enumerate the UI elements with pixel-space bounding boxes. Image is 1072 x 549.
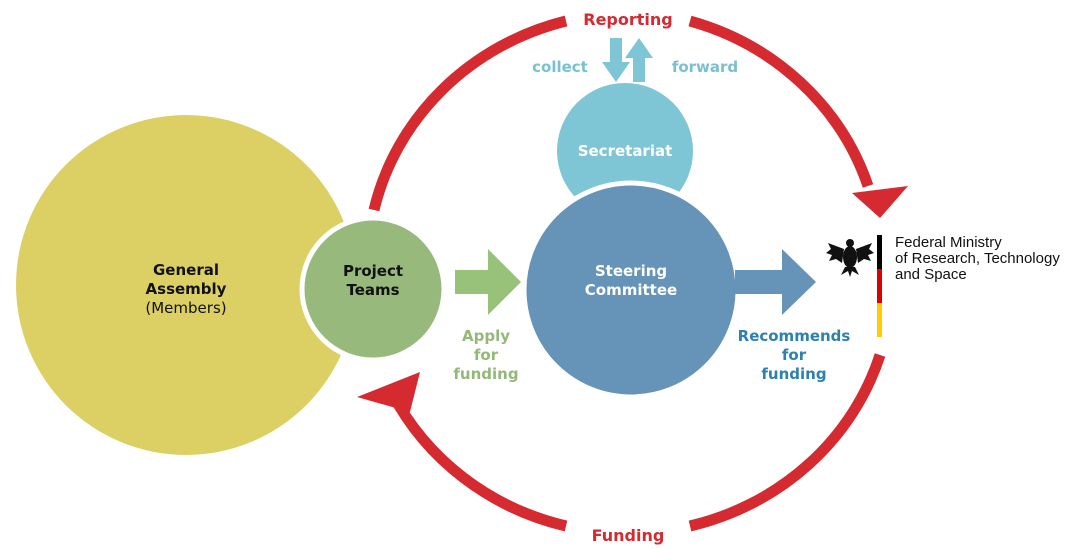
recommends-for-funding-label: Recommends for funding <box>728 327 860 383</box>
ministry-line2: of Research, Technology <box>895 249 1060 267</box>
reporting-arc-left <box>368 15 568 212</box>
collect-arrow <box>602 38 630 82</box>
recommends-line2: for <box>781 345 807 364</box>
general-assembly-line1: General <box>153 261 219 279</box>
ministry-name: Federal Ministry of Research, Technology… <box>895 235 1060 282</box>
project-teams-line2: Teams <box>346 280 400 299</box>
forward-arrow <box>625 38 653 82</box>
reporting-arrowhead <box>852 186 908 218</box>
recommend-arrow <box>735 249 816 315</box>
general-assembly-circle <box>16 115 356 455</box>
ministry-line3: and Space <box>895 265 967 283</box>
flag-bar-red <box>877 269 882 303</box>
recommends-line1: Recommends <box>737 327 851 345</box>
forward-label: forward <box>671 58 739 76</box>
recommends-line3: funding <box>761 364 827 383</box>
secretariat-label: Secretariat <box>577 142 673 160</box>
project-teams-line1: Project <box>342 262 404 280</box>
flag-bar-gold <box>877 303 882 337</box>
ministry-line1: Federal Ministry <box>895 234 1002 251</box>
steering-committee-label: Steering Committee <box>561 262 701 300</box>
general-assembly-label: General Assembly (Members) <box>116 261 256 317</box>
steering-committee-line1: Steering <box>594 262 668 280</box>
steering-committee-line2: Committee <box>584 280 678 299</box>
reporting-label: Reporting <box>583 10 673 29</box>
apply-line1: Apply <box>461 327 510 345</box>
general-assembly-line2: Assembly <box>145 279 227 298</box>
apply-for-funding-label: Apply for funding <box>438 327 534 383</box>
apply-arrow <box>455 249 521 315</box>
funding-label: Funding <box>591 526 665 545</box>
project-teams-circle <box>299 215 447 363</box>
funding-arrowhead <box>357 372 420 412</box>
collect-label: collect <box>532 58 588 76</box>
apply-line2: for <box>473 345 499 364</box>
general-assembly-sub: (Members) <box>145 298 227 317</box>
apply-line3: funding <box>453 364 519 383</box>
reporting-arc-right <box>688 15 874 188</box>
funding-arc-right <box>688 353 886 532</box>
project-teams-label: Project Teams <box>323 262 423 300</box>
flag-bar-black <box>877 235 882 269</box>
federal-eagle-icon <box>826 239 874 277</box>
funding-arc-left <box>387 390 568 532</box>
